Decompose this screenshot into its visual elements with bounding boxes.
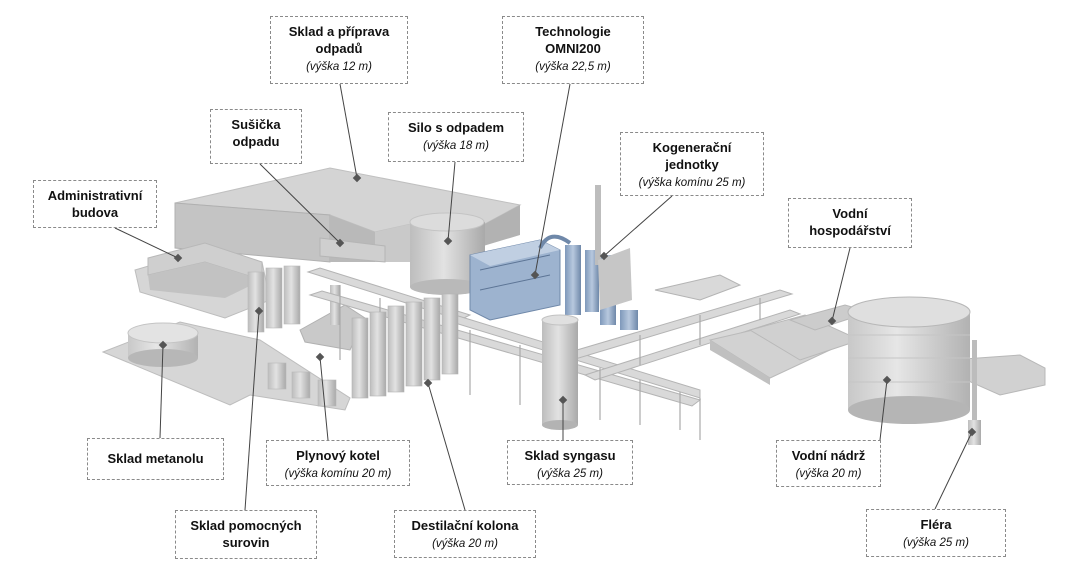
label-height: (výška 25 m) bbox=[903, 537, 969, 549]
label-water-reservoir: Vodní nádrž (výška 20 m) bbox=[776, 440, 881, 487]
label-name: Sklad a příprava odpadů bbox=[288, 24, 390, 56]
label-name: Kogenerační jednotky bbox=[652, 140, 732, 172]
label-height: (výška 22,5 m) bbox=[535, 61, 611, 73]
distillation-columns bbox=[351, 293, 459, 399]
label-name: Fléra bbox=[920, 517, 952, 532]
label-height: (výška 20 m) bbox=[795, 468, 862, 480]
leader-lines bbox=[114, 83, 973, 511]
label-name: Technologie OMNI200 bbox=[535, 24, 611, 56]
label-waste-dryer: Sušička odpadu bbox=[210, 109, 302, 164]
cogeneration-stack bbox=[595, 185, 632, 310]
rack-legs bbox=[339, 285, 761, 440]
label-omni200-technology: Technologie OMNI200 (výška 22,5 m) bbox=[502, 16, 644, 84]
label-height: (výška 25 m) bbox=[537, 468, 603, 480]
label-height: (výška komínu 25 m) bbox=[638, 177, 746, 189]
label-water-management: Vodní hospodářství bbox=[788, 198, 912, 248]
label-height: (výška 18 m) bbox=[423, 140, 489, 152]
label-gas-boiler: Plynový kotel (výška komínu 20 m) bbox=[266, 440, 410, 486]
label-name: Administrativní budova bbox=[47, 188, 143, 220]
auxiliary-material-tanks bbox=[247, 265, 337, 407]
label-waste-storage: Sklad a příprava odpadů (výška 12 m) bbox=[270, 16, 408, 84]
label-height: (výška 20 m) bbox=[432, 538, 498, 550]
label-syngas-storage: Sklad syngasu (výška 25 m) bbox=[507, 440, 633, 485]
label-name: Sušička odpadu bbox=[231, 117, 281, 149]
label-flare: Fléra (výška 25 m) bbox=[866, 509, 1006, 557]
label-administrative-building: Administrativní budova bbox=[33, 180, 157, 228]
label-height: (výška komínu 20 m) bbox=[284, 468, 392, 480]
label-name: Silo s odpadem bbox=[407, 120, 505, 135]
label-auxiliary-materials: Sklad pomocných surovin bbox=[175, 510, 317, 559]
label-name: Sklad pomocných surovin bbox=[190, 518, 302, 550]
label-name: Vodní hospodářství bbox=[809, 206, 891, 238]
label-cogeneration: Kogenerační jednotky (výška komínu 25 m) bbox=[620, 132, 764, 196]
label-waste-silo: Silo s odpadem (výška 18 m) bbox=[388, 112, 524, 162]
syngas-storage bbox=[541, 314, 579, 430]
water-reservoir bbox=[847, 296, 971, 424]
administrative-building bbox=[147, 242, 263, 298]
label-methanol-storage: Sklad metanolu bbox=[87, 438, 224, 480]
leader-markers bbox=[158, 173, 977, 437]
label-name: Destilační kolona bbox=[411, 518, 519, 533]
label-name: Plynový kotel bbox=[296, 448, 380, 463]
label-distillation-column: Destilační kolona (výška 20 m) bbox=[394, 510, 536, 558]
label-height: (výška 12 m) bbox=[306, 61, 372, 73]
label-name: Sklad syngasu bbox=[524, 448, 616, 463]
label-name: Sklad metanolu bbox=[107, 451, 204, 466]
label-name: Vodní nádrž bbox=[791, 448, 866, 463]
